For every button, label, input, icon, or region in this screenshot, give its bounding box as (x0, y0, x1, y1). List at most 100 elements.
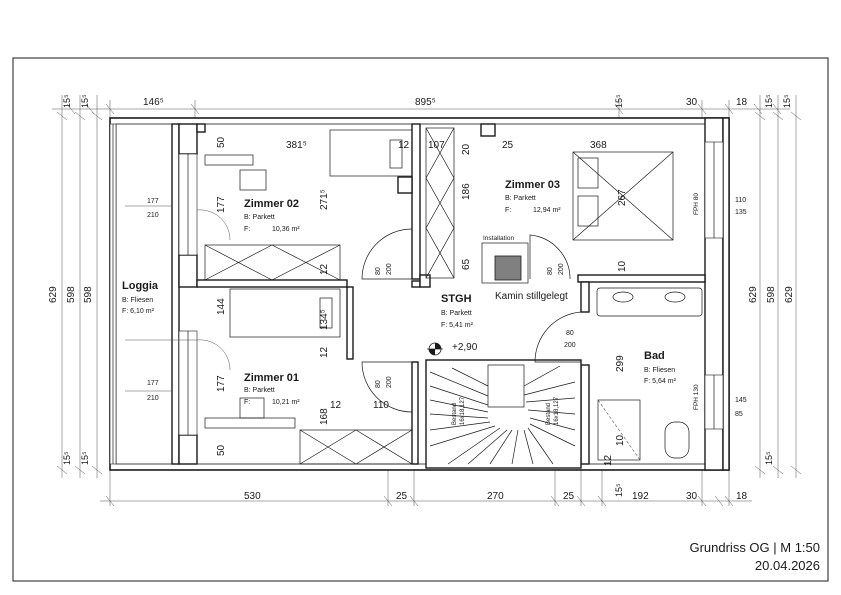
dim-bot-18: 18 (736, 491, 748, 502)
door-z02-w: 80 (375, 267, 382, 275)
room-floor-zimmer02: B: Parkett (244, 214, 275, 221)
bestand-right-label: Bestand (546, 403, 552, 425)
room-area-label-zimmer02: F: (244, 226, 250, 233)
dim-z01-50: 50 (216, 444, 227, 456)
windows (109, 123, 724, 465)
fph-top-label: FPH 80 (693, 193, 700, 215)
door-bad-h: 200 (564, 342, 576, 349)
dim-bot-192: 192 (632, 491, 649, 502)
win-bad-w: 145 (735, 397, 747, 404)
bestand-right-dim: 16x18,127 (554, 396, 560, 425)
room-name-bad: Bad (644, 350, 665, 362)
room-floor-zimmer03: B: Parkett (505, 195, 536, 202)
dim-z01-110: 110 (373, 400, 389, 411)
room-area-label-zimmer03: F: (505, 207, 511, 214)
dim-bot-530: 530 (244, 491, 261, 502)
dim-left-bot-155a: 15⁵ (62, 451, 72, 465)
dim-top-1465: 146⁵ (143, 97, 164, 108)
win-z03-w: 110 (735, 197, 746, 204)
dim-z01-177: 177 (216, 375, 227, 392)
win-bad-h: 85 (735, 411, 743, 418)
plan-date: 20.04.2026 (755, 558, 820, 573)
dim-top-30: 30 (686, 97, 698, 108)
dim-z02-2715: 271⁵ (319, 189, 330, 210)
dim-z01-12b: 12 (330, 400, 342, 411)
dim-top-left-155b: 15⁵ (80, 94, 90, 108)
door-z03-w: 80 (547, 267, 554, 275)
kamin-label: Kamin stillgelegt (495, 291, 568, 302)
win-loggia-top-w: 177 (147, 198, 159, 205)
dim-bot-270: 270 (487, 491, 504, 502)
room-floor-bad: B: Fliesen (644, 367, 675, 374)
dimension-lines (52, 95, 802, 507)
dim-left-bot-155b: 15⁵ (80, 451, 90, 465)
dim-z03-368: 368 (590, 140, 607, 151)
chimney (494, 255, 522, 281)
win-loggia-bot-h: 210 (147, 395, 159, 402)
dim-top-18: 18 (736, 97, 748, 108)
dim-bot-25a: 25 (396, 491, 408, 502)
room-name-zimmer01: Zimmer 01 (244, 372, 299, 384)
room-area-loggia: F: 6,10 m² (122, 308, 155, 315)
dim-top-right-155: 15⁵ (764, 94, 774, 108)
dim-bad-12: 12 (603, 454, 614, 466)
room-name-loggia: Loggia (122, 280, 159, 292)
door-bad-w: 80 (566, 330, 574, 337)
dim-right-top-155: 15⁵ (782, 94, 792, 108)
room-area-stgh: F: 5,41 m² (441, 322, 474, 329)
level-marker (427, 342, 443, 356)
dim-z03-107: 107 (428, 140, 445, 151)
dim-bot-25b: 25 (563, 491, 575, 502)
room-name-stgh: STGH (441, 293, 472, 305)
walls (109, 117, 730, 471)
furniture (204, 127, 703, 465)
fph-bottom-label: FPH 130 (693, 384, 700, 410)
bestand-left-dim: 16x18,127 (460, 396, 466, 425)
dim-z02-3815: 381⁵ (286, 140, 307, 151)
dim-z02-12b: 12 (319, 263, 330, 275)
sheet-frame (12, 57, 829, 582)
dim-right-bot-155: 15⁵ (764, 451, 774, 465)
dim-z03-186: 186 (461, 183, 472, 200)
dim-z01-12: 12 (319, 346, 330, 358)
level-label: +2,90 (452, 342, 478, 353)
dim-z03-10: 10 (617, 260, 628, 272)
dim-bot-30: 30 (686, 491, 698, 502)
room-name-zimmer02: Zimmer 02 (244, 198, 299, 210)
room-area-zimmer01: 10,21 m² (272, 399, 300, 406)
dim-top-8955: 895⁵ (415, 97, 436, 108)
dim-left-629: 629 (48, 286, 59, 303)
room-area-label-zimmer01: F: (244, 399, 250, 406)
dim-bot-155: 15⁵ (614, 483, 624, 497)
dim-z01-1345: 134⁵ (319, 309, 330, 330)
dim-z03-25: 25 (502, 140, 514, 151)
win-loggia-top-h: 210 (147, 212, 159, 219)
bestand-left-label: Bestand (452, 403, 458, 425)
door-z03-h: 200 (558, 263, 565, 275)
dim-z02-50: 50 (216, 136, 227, 148)
room-area-bad: F: 5,64 m² (644, 378, 677, 385)
dim-left-598a: 598 (66, 286, 77, 303)
dim-bad-10: 10 (615, 434, 626, 446)
dim-z03-20: 20 (461, 143, 472, 155)
dim-z02-12: 12 (398, 140, 410, 151)
room-floor-stgh: B: Parkett (441, 310, 472, 317)
dim-z01-144: 144 (216, 298, 227, 315)
win-loggia-bot-w: 177 (147, 380, 159, 387)
room-name-zimmer03: Zimmer 03 (505, 179, 560, 191)
room-area-zimmer02: 10,36 m² (272, 226, 300, 233)
dim-bad-299: 299 (615, 355, 626, 372)
dim-z03-65: 65 (461, 258, 472, 270)
dim-top-left-155a: 15⁵ (62, 94, 72, 108)
dim-right-629b: 629 (784, 286, 795, 303)
dim-z03-267: 267 (617, 189, 628, 206)
dim-right-629a: 629 (748, 286, 759, 303)
stair (429, 364, 576, 465)
room-area-zimmer03: 12,94 m² (533, 207, 561, 214)
room-floor-loggia: B: Fliesen (122, 297, 153, 304)
doors (125, 205, 582, 413)
door-z01-h: 200 (386, 376, 393, 388)
dim-left-598b: 598 (83, 286, 94, 303)
room-floor-zimmer01: B: Parkett (244, 387, 275, 394)
